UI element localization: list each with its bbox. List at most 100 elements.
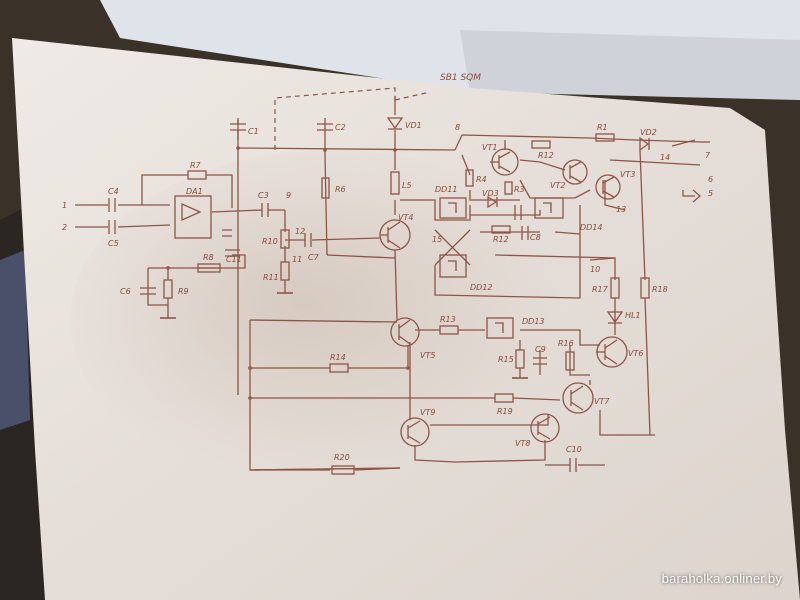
label-r18: R18 bbox=[652, 285, 668, 294]
paper-stain bbox=[70, 150, 590, 490]
label-dd12: DD12 bbox=[470, 283, 493, 292]
resistor-r20 bbox=[331, 465, 355, 475]
resistor-r15 bbox=[515, 349, 525, 369]
label-r14: R14 bbox=[330, 353, 346, 362]
watermark-text: baraholka.onliner.by bbox=[661, 571, 782, 586]
terminal-5 bbox=[692, 189, 701, 203]
capacitor-c2 bbox=[317, 123, 333, 131]
label-13: 13 bbox=[616, 205, 626, 214]
resistor-r10 bbox=[280, 229, 290, 249]
capacitor-c6 bbox=[140, 287, 156, 295]
gate-dd12 bbox=[439, 254, 467, 278]
label-vt4: VT4 bbox=[398, 213, 413, 222]
label-vt8: VT8 bbox=[515, 439, 530, 448]
resistor-r1 bbox=[595, 133, 615, 142]
back-sheet-shadow bbox=[460, 30, 800, 100]
capacitor-c4 bbox=[108, 198, 116, 212]
label-hl1: HL1 bbox=[625, 311, 641, 320]
label-r12-top: R12 bbox=[538, 151, 554, 160]
label-r11: R11 bbox=[263, 273, 279, 282]
gate-dd13 bbox=[486, 317, 514, 339]
label-r17: R17 bbox=[592, 285, 609, 294]
label-r1: R1 bbox=[597, 123, 608, 132]
label-r20: R20 bbox=[334, 453, 350, 462]
resistor-r12-mid bbox=[491, 225, 511, 234]
label-10: 10 bbox=[590, 265, 600, 274]
label-sb1: SB1 SQM bbox=[440, 73, 481, 83]
transistor-vt8 bbox=[530, 413, 560, 443]
resistor-r4 bbox=[465, 169, 474, 187]
label-input-1: 1 bbox=[62, 201, 67, 210]
opamp-da1 bbox=[174, 195, 212, 239]
diode-vd2 bbox=[639, 136, 650, 152]
transistor-vt2 bbox=[562, 159, 588, 185]
led-hl1 bbox=[606, 311, 624, 324]
gate-dd11 bbox=[439, 197, 467, 219]
label-dd11: DD11 bbox=[435, 185, 458, 194]
resistor-r17 bbox=[610, 277, 620, 299]
capacitor-c7 bbox=[304, 233, 312, 247]
label-c2: C2 bbox=[335, 123, 346, 132]
label-c3: C3 bbox=[258, 191, 269, 200]
label-r16: R16 bbox=[558, 339, 574, 348]
label-c8: C8 bbox=[530, 233, 541, 242]
label-15: 15 bbox=[432, 235, 442, 244]
transistor-vt5 bbox=[390, 317, 420, 347]
inductor-l5 bbox=[390, 171, 400, 195]
label-vt3: VT3 bbox=[620, 170, 635, 179]
label-c9: C9 bbox=[535, 345, 546, 354]
label-da1: DA1 bbox=[186, 187, 203, 196]
label-vd3: VD3 bbox=[482, 189, 499, 198]
resistor-r3 bbox=[504, 181, 513, 195]
components bbox=[108, 117, 701, 475]
label-c4: C4 bbox=[108, 187, 119, 196]
capacitor-c8 bbox=[521, 226, 529, 240]
label-r13: R13 bbox=[440, 315, 456, 324]
labels: SB1 SQM C1 C2 VD1 8 R1 VD2 14 7 VT1 R12 … bbox=[62, 73, 713, 462]
label-vd2: VD2 bbox=[640, 128, 657, 137]
label-dd14: DD14 bbox=[580, 223, 603, 232]
capacitor-c10 bbox=[569, 458, 577, 472]
label-8: 8 bbox=[455, 123, 460, 132]
label-r9: R9 bbox=[178, 287, 189, 296]
label-7: 7 bbox=[705, 151, 711, 160]
wiring bbox=[75, 87, 710, 471]
diode-vd3 bbox=[487, 195, 498, 209]
resistor-r13 bbox=[439, 325, 459, 335]
capacitor-c-mid bbox=[514, 205, 522, 220]
label-c1: C1 bbox=[248, 127, 259, 136]
label-r10: R10 bbox=[262, 237, 278, 246]
label-c10: C10 bbox=[566, 445, 582, 454]
resistor-r12-top bbox=[531, 140, 551, 149]
transistor-vt7 bbox=[562, 382, 594, 414]
label-c6: C6 bbox=[120, 287, 131, 296]
label-dd13: DD13 bbox=[522, 317, 545, 326]
label-6: 6 bbox=[708, 175, 713, 184]
label-r19: R19 bbox=[497, 407, 513, 416]
label-input-2: 2 bbox=[62, 223, 67, 232]
label-12: 12 bbox=[295, 227, 305, 236]
transistor-vt9 bbox=[400, 417, 430, 447]
capacitor-c3 bbox=[261, 203, 269, 217]
resistor-r6 bbox=[321, 177, 330, 199]
label-vt7: VT7 bbox=[594, 397, 610, 406]
label-vt1: VT1 bbox=[482, 143, 497, 152]
label-5: 5 bbox=[708, 189, 713, 198]
label-r3: R3 bbox=[514, 185, 525, 194]
label-vd1: VD1 bbox=[405, 121, 422, 130]
label-vt5: VT5 bbox=[420, 351, 435, 360]
gate-dd14 bbox=[534, 197, 564, 219]
label-r4: R4 bbox=[476, 175, 487, 184]
resistor-r9 bbox=[163, 279, 173, 299]
resistor-r8 bbox=[197, 263, 221, 273]
label-r12-mid: R12 bbox=[493, 235, 509, 244]
label-9: 9 bbox=[286, 191, 291, 200]
label-vt2: VT2 bbox=[550, 181, 565, 190]
label-vt9: VT9 bbox=[420, 408, 435, 417]
label-14: 14 bbox=[660, 153, 670, 162]
label-11: 11 bbox=[292, 255, 302, 264]
label-c5: C5 bbox=[108, 239, 119, 248]
label-r6: R6 bbox=[335, 185, 346, 194]
label-c7: C7 bbox=[308, 253, 320, 262]
